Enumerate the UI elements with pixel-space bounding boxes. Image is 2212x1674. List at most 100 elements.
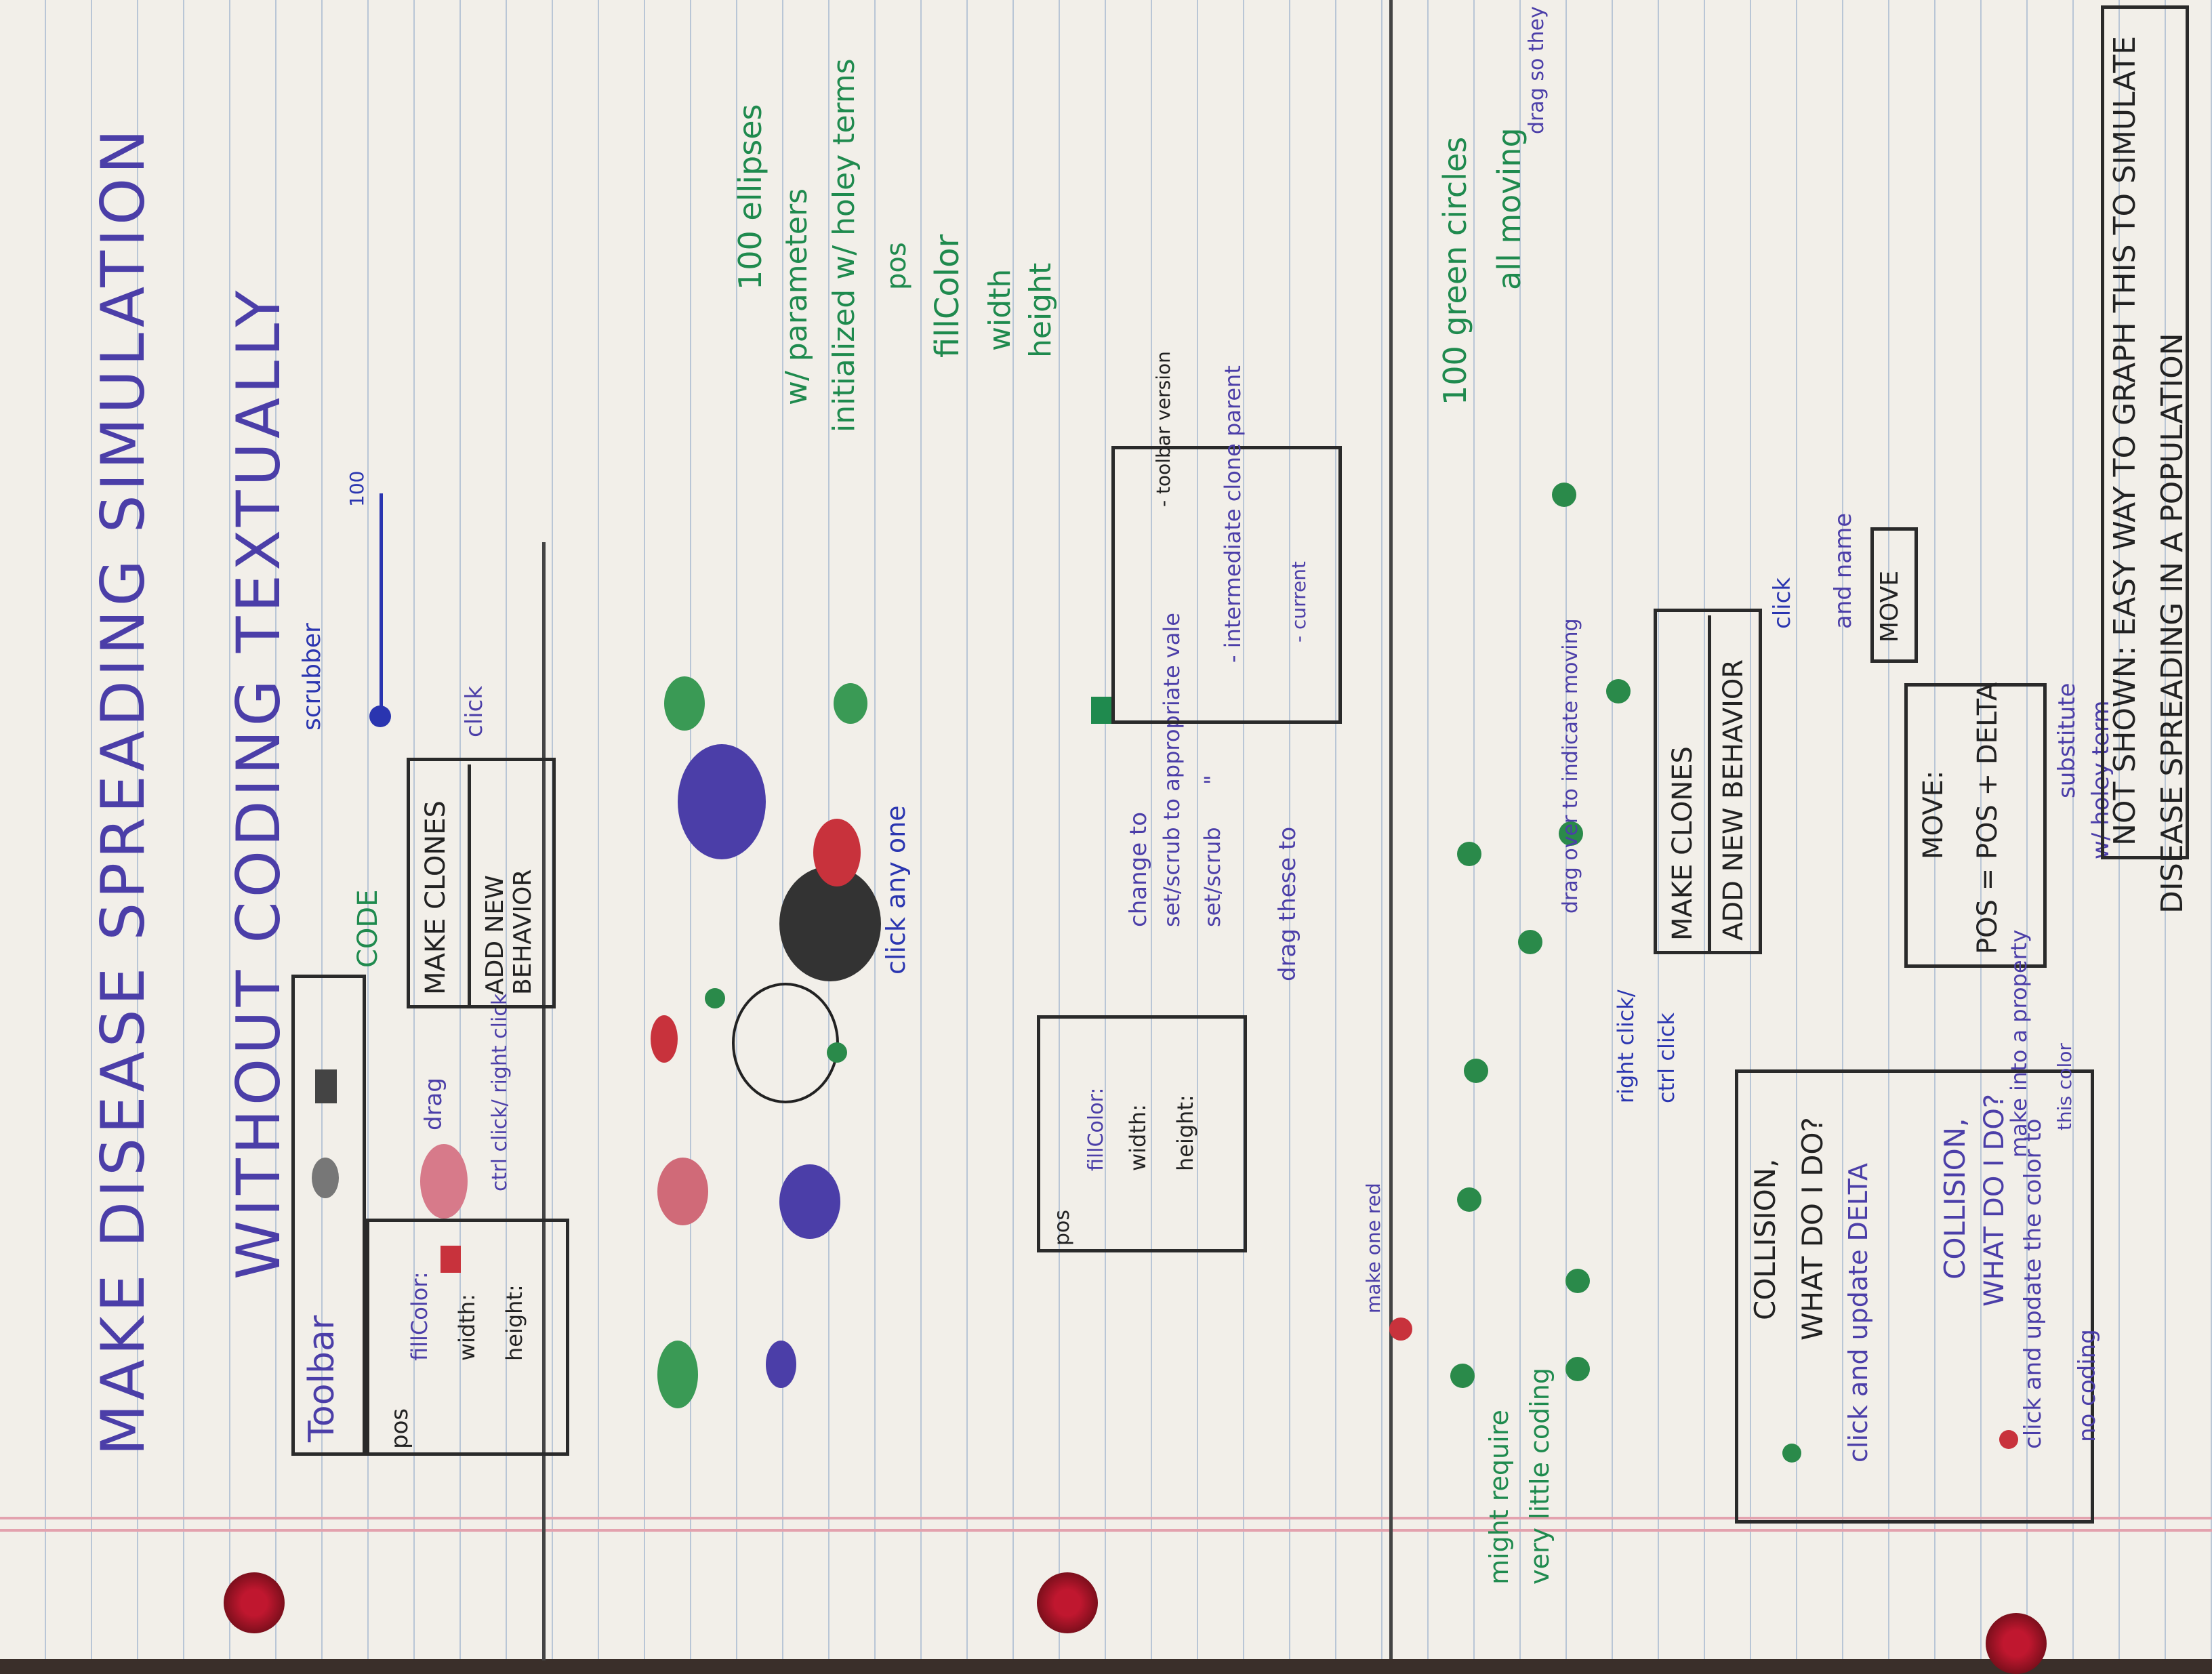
brace3-text-1: 100 green circles xyxy=(1437,136,1473,405)
collision-dot xyxy=(1999,1430,2018,1449)
param-pos: pos xyxy=(881,242,912,290)
rect-tool-icon[interactable] xyxy=(315,1069,337,1103)
green-circle xyxy=(1464,1059,1488,1083)
toolbar-label: Toolbar xyxy=(302,1315,342,1442)
collision-action-1: click and update DELTA xyxy=(1843,1163,1873,1463)
red-circle xyxy=(1389,1318,1412,1341)
action-set-scrub: set/scrub xyxy=(1200,827,1225,927)
collision-action-2: click and update the color to xyxy=(2020,1118,2047,1449)
ellipse-red xyxy=(813,819,861,886)
ellipse-green xyxy=(827,1042,847,1063)
brace-text-1: 100 ellipses xyxy=(732,104,769,291)
brace-text-3: initialized w/ holey terms xyxy=(827,58,861,432)
and-name-label: and name xyxy=(1830,512,1857,629)
green-circle xyxy=(1518,930,1542,954)
make-one-red: make one red xyxy=(1362,1183,1385,1313)
not-shown-line1: NOT SHOWN: EASY WAY TO GRAPH THIS TO SIM… xyxy=(2108,35,2142,846)
green-circle xyxy=(1552,483,1576,507)
click-any-one: click any one xyxy=(881,805,911,975)
collision-title-2: COLLISION, xyxy=(1938,1118,1971,1280)
right-click-label: right click/ xyxy=(1613,989,1639,1103)
param-panel-fill: fillColor: xyxy=(1084,1087,1108,1171)
title-line1: MAKE DISEASE SPREADING SIMULATION xyxy=(88,125,158,1456)
ellipse-purple xyxy=(779,1164,840,1239)
ellipse-green xyxy=(705,988,725,1008)
menu3-make-clones[interactable]: MAKE CLONES xyxy=(1667,746,1698,941)
ellipse-green xyxy=(657,1341,698,1408)
ellipse-red xyxy=(657,1158,708,1225)
param-width: width xyxy=(983,268,1017,351)
drag-note: drag so they all move xyxy=(1525,0,1549,134)
binder-hole xyxy=(224,1572,285,1633)
menu3-add-behavior[interactable]: ADD NEW BEHAVIOR xyxy=(1718,659,1749,941)
param-panel-width: width: xyxy=(1125,1104,1151,1171)
param-height: height xyxy=(1023,262,1058,358)
green-circle xyxy=(1565,1357,1590,1381)
brace-text-2: w/ parameters xyxy=(779,188,814,405)
margin-line xyxy=(0,1517,2212,1519)
move-name-text[interactable]: MOVE xyxy=(1876,570,1904,642)
substitute-line1: substitute xyxy=(2053,682,2081,798)
version-toolbar: - toolbar version xyxy=(1152,351,1174,507)
ellipse-tool-icon[interactable] xyxy=(312,1158,339,1198)
collision-question-2: WHAT DO I DO? xyxy=(1979,1093,2010,1307)
ellipse-purple xyxy=(766,1341,796,1388)
might-require-1: might require xyxy=(1484,1410,1514,1585)
move-title: MOVE: xyxy=(1918,770,1949,859)
prop-height: height: xyxy=(501,1284,527,1361)
scrubber-track[interactable] xyxy=(380,493,383,717)
menu3-divider xyxy=(1708,615,1711,954)
prop-pos: pos xyxy=(386,1408,413,1449)
might-require-2: very little coding xyxy=(1525,1367,1555,1585)
scrubber-label: scrubber xyxy=(298,623,326,731)
action-change-to: change to xyxy=(1125,811,1152,927)
param-panel-height: height: xyxy=(1172,1095,1198,1171)
version-intermediate: - intermediate clone parent xyxy=(1220,365,1246,663)
code-label: CODE xyxy=(352,889,384,968)
red-ellipse[interactable] xyxy=(420,1144,468,1219)
binder-hole xyxy=(1037,1572,1098,1633)
drag-these-to: drag these to xyxy=(1274,826,1301,981)
scrubber-value: 100 xyxy=(346,470,368,507)
ellipse-green xyxy=(834,683,867,724)
move-formula: POS = POS + DELTA xyxy=(1972,682,2003,954)
ctrl-click-label-3: ctrl click xyxy=(1654,1013,1679,1103)
click-label: click xyxy=(461,686,488,737)
margin-line xyxy=(0,1529,2212,1532)
green-circle xyxy=(1457,1187,1481,1212)
scrubber-handle[interactable] xyxy=(369,706,391,727)
green-circle xyxy=(1450,1364,1475,1388)
not-shown-line2: DISEASE SPREADING IN A POPULATION xyxy=(2155,333,2190,914)
menu-add-behavior[interactable]: ADD NEW BEHAVIOR xyxy=(481,869,537,995)
version-current: - current xyxy=(1288,560,1310,642)
collision-dot xyxy=(1782,1444,1801,1463)
prop-fillcolor: fillColor: xyxy=(407,1271,432,1361)
menu-divider xyxy=(468,764,471,1008)
collision-no-coding: no coding xyxy=(2074,1329,2101,1442)
click-label-3: click xyxy=(1769,577,1796,629)
green-swatch xyxy=(1091,697,1111,724)
param-fillcolor: fillColor xyxy=(928,234,966,358)
green-circle xyxy=(1457,842,1481,866)
collision-this-color: this color xyxy=(2053,1043,2076,1130)
prop-width: width: xyxy=(454,1294,480,1361)
title-line2: WITHOUT CODING TEXTUALLY xyxy=(224,286,293,1280)
ellipse-red xyxy=(651,1015,678,1063)
param-panel-pos: pos xyxy=(1050,1209,1074,1246)
drag-over-label: drag over to indicate moving xyxy=(1559,618,1582,914)
brace3-text-2: all moving xyxy=(1491,127,1528,290)
collision-title-1: COLLISION, xyxy=(1748,1158,1782,1320)
ellipse-purple xyxy=(678,744,766,859)
menu-make-clones[interactable]: MAKE CLONES xyxy=(420,800,451,995)
panel-divider xyxy=(542,542,546,1660)
green-circle xyxy=(1606,679,1631,703)
panel-divider xyxy=(1389,0,1393,1659)
ellipse-green xyxy=(664,676,705,731)
ctrl-click-label: ctrl click/ right click xyxy=(488,993,512,1191)
drag-label: drag xyxy=(420,1078,447,1130)
collision-question-1: WHAT DO I DO? xyxy=(1796,1117,1829,1341)
green-circle xyxy=(1565,1269,1590,1293)
ellipse-outline xyxy=(732,983,839,1103)
